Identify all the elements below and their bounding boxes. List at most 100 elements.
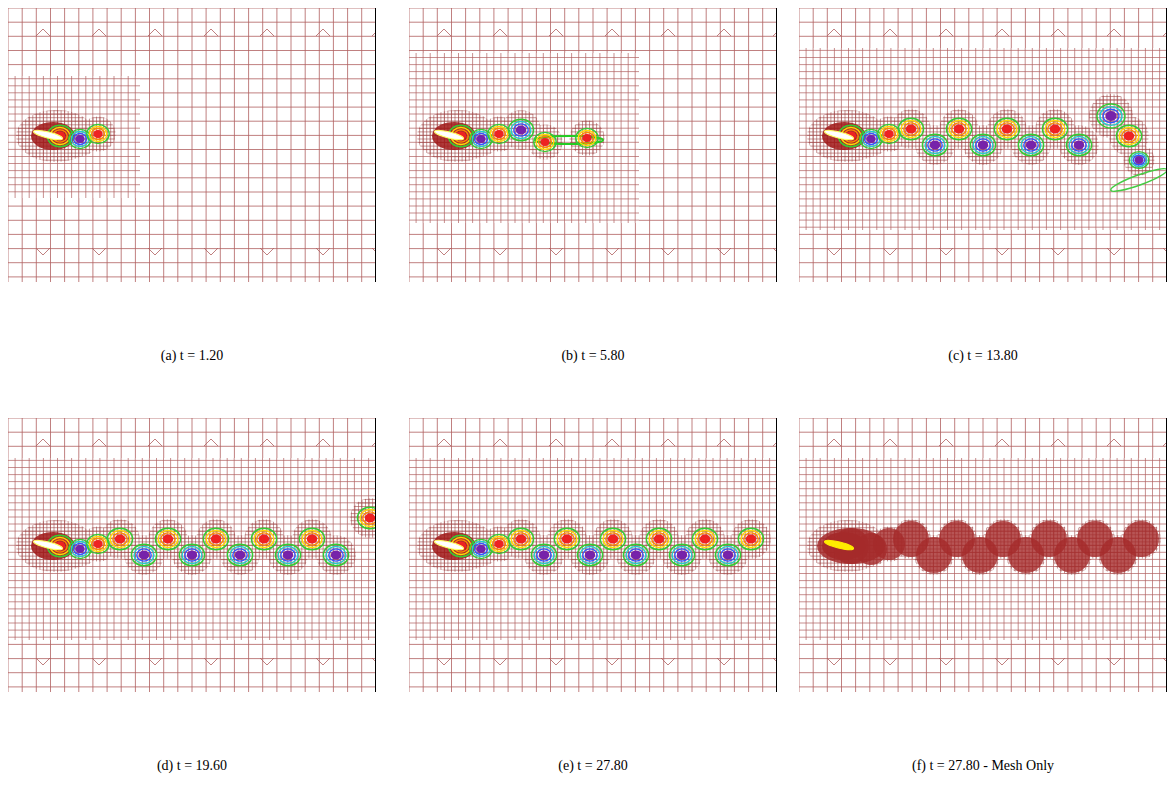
refined-core <box>822 122 866 150</box>
vorticity-contour <box>299 528 324 550</box>
vorticity-contour <box>493 539 506 550</box>
fine-mesh <box>409 418 777 692</box>
refined-core <box>31 122 75 150</box>
vorticity-contour <box>1136 157 1143 163</box>
vorticity-contour <box>747 535 756 543</box>
vorticity-contour <box>534 547 554 564</box>
panel-caption: (d) t = 19.60 <box>157 758 227 774</box>
fine-mesh <box>8 8 376 282</box>
vorticity-contour <box>161 533 175 545</box>
vorticity-contour <box>976 139 990 151</box>
vorticity-contour <box>576 128 598 147</box>
vorticity-contour <box>89 536 107 551</box>
vorticity-contour <box>1069 137 1089 154</box>
vorticity-contour <box>1119 128 1139 145</box>
refined-region <box>1123 521 1159 557</box>
vorticity-contour <box>898 118 923 140</box>
vorticity-contour <box>260 535 269 543</box>
panel-ground <box>8 418 376 692</box>
vorticity-contour <box>586 551 595 559</box>
mesh-lines <box>799 418 1167 692</box>
vorticity-contour <box>490 536 508 551</box>
mesh-lines <box>799 8 1167 282</box>
fine-mesh <box>799 8 1167 282</box>
panel-ground <box>8 8 376 282</box>
vorticity-contour <box>536 134 554 149</box>
vorticity-contour <box>609 535 618 543</box>
mesh-lines <box>799 418 1167 692</box>
vorticity-contour <box>901 121 921 138</box>
vorticity-contour <box>952 123 966 135</box>
vorticity-contour <box>741 531 761 548</box>
mesh-lines <box>409 418 777 692</box>
vorticity-contour <box>1133 155 1144 165</box>
vorticity-contour <box>74 544 87 555</box>
mesh-lines <box>8 418 376 692</box>
panel-ground <box>799 458 1167 640</box>
refined-core <box>31 532 75 560</box>
vorticity-contour <box>718 547 738 564</box>
vorticity-contour <box>1100 107 1122 126</box>
airfoil <box>824 128 855 141</box>
vorticity-contour <box>87 124 109 143</box>
vorticity-contour <box>490 126 508 141</box>
mesh-lines <box>8 418 376 692</box>
vorticity-contour <box>475 544 488 555</box>
vorticity-contour <box>233 549 247 561</box>
vorticity-contour <box>302 531 322 548</box>
vorticity-contour <box>649 531 669 548</box>
airfoil <box>434 128 465 141</box>
vorticity-contour <box>581 133 594 144</box>
vorticity-contour <box>230 547 250 564</box>
mesh-panel <box>409 8 777 282</box>
panel-ground <box>409 53 639 223</box>
vorticity-contour <box>131 544 156 566</box>
vorticity-contour <box>973 137 993 154</box>
vorticity-contour <box>994 118 1019 140</box>
domain-border <box>375 418 376 692</box>
vorticity-contour <box>560 533 574 545</box>
vorticity-contour <box>92 129 105 140</box>
vorticity-contour <box>477 136 485 143</box>
vorticity-contour <box>185 549 199 561</box>
vorticity-contour <box>928 139 942 151</box>
vorticity-contour <box>155 528 180 550</box>
vorticity-contour <box>931 141 940 149</box>
vorticity-contour <box>209 533 223 545</box>
medium-mesh <box>799 458 1167 640</box>
vorticity-contour <box>1125 132 1134 140</box>
vorticity-contour <box>514 124 528 136</box>
panel-caption: (b) t = 5.80 <box>561 348 624 364</box>
refined-core <box>432 122 476 150</box>
vorticity-contour <box>475 134 488 145</box>
vorticity-contour <box>508 119 533 141</box>
vorticity-contour <box>116 535 125 543</box>
vorticity-contour <box>1021 137 1041 154</box>
vorticity-contour <box>955 125 964 133</box>
vorticity-contour <box>970 134 995 156</box>
mesh-lines <box>8 76 140 198</box>
vorticity-contour <box>182 547 202 564</box>
vorticity-contour <box>305 533 319 545</box>
vorticity-contour <box>701 535 710 543</box>
vorticity-contour <box>1106 112 1116 120</box>
panel-ground <box>799 418 1167 692</box>
vorticity-contour <box>626 547 646 564</box>
vorticity-contour <box>493 129 506 140</box>
panel-ground <box>799 8 1167 282</box>
vorticity-contour <box>1097 104 1125 128</box>
vorticity-contour <box>629 549 643 561</box>
vorticity-contour <box>925 137 945 154</box>
vorticity-contour <box>158 531 178 548</box>
vorticity-contour <box>692 528 717 550</box>
vorticity-contour <box>488 534 510 553</box>
vorticity-contour <box>366 514 375 522</box>
vorticity-contour <box>1048 123 1062 135</box>
vorticity-contour <box>883 129 896 140</box>
vorticity-contour <box>323 544 348 566</box>
airfoil <box>33 538 64 551</box>
vorticity-contour <box>179 544 204 566</box>
vorticity-contour <box>1027 141 1036 149</box>
fine-mesh <box>409 8 777 282</box>
panel-ground <box>409 418 777 692</box>
